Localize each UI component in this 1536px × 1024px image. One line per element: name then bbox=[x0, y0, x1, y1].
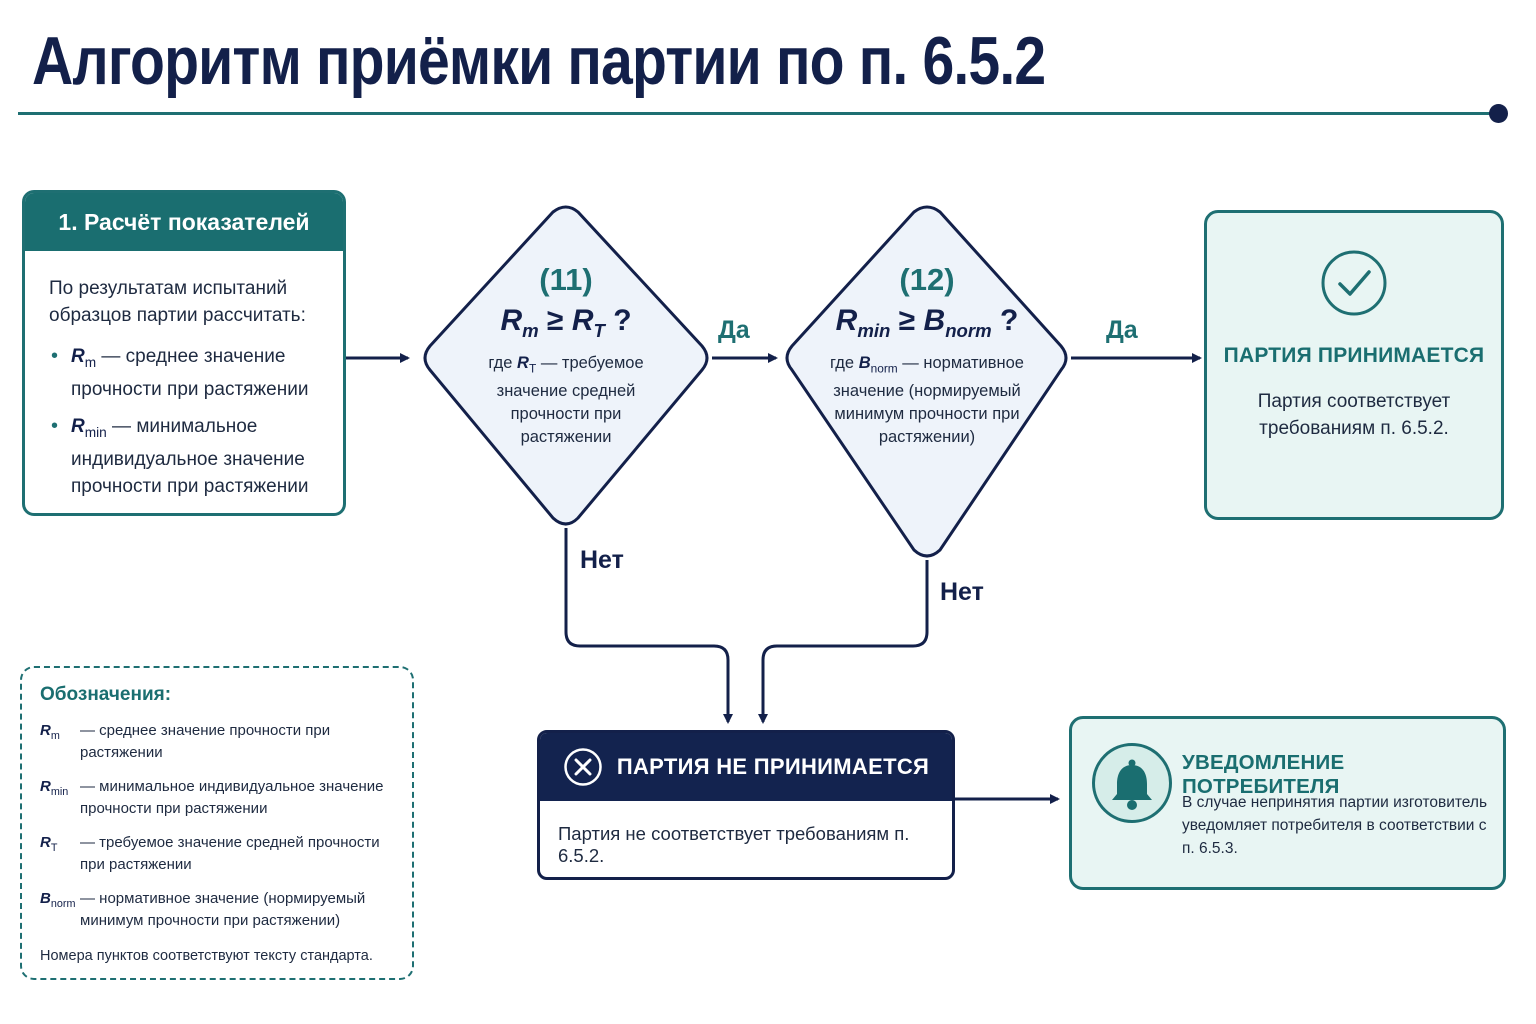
check11-formula: Rm ≥ RT ? bbox=[500, 304, 632, 341]
title-rule-dot bbox=[1489, 104, 1508, 123]
reject-header: ПАРТИЯ НЕ ПРИНИМАЕТСЯ bbox=[540, 733, 952, 801]
arrow-check11-no bbox=[564, 528, 733, 724]
label-no-check11: Нет bbox=[580, 546, 624, 574]
symbol: Rm bbox=[40, 722, 60, 742]
step1-box: 1. Расчёт показателей По результатам исп… bbox=[22, 190, 346, 516]
step1-item-text: — среднее значение прочности при растяже… bbox=[71, 346, 309, 400]
step1-intro: По результатам испытаний образцов партии… bbox=[49, 278, 306, 326]
bell-icon bbox=[1112, 759, 1152, 810]
reject-box: ПАРТИЯ НЕ ПРИНИМАЕТСЯ Партия не соответс… bbox=[537, 730, 955, 880]
legend-box: Обозначения: Rm — среднее значение прочн… bbox=[20, 666, 414, 980]
accept-text: Партия соответствует требованиям п. 6.5.… bbox=[1257, 391, 1451, 439]
legend-text: — нормативное значение (нормируемый мини… bbox=[80, 890, 366, 929]
accept-box: ПАРТИЯ ПРИНИМАЕТСЯ Партия соответствует … bbox=[1204, 210, 1504, 520]
check11-number: (11) bbox=[539, 262, 593, 297]
check12-number: (12) bbox=[899, 262, 955, 297]
legend-text: — требуемое значение средней прочности п… bbox=[80, 834, 380, 873]
reject-title: ПАРТИЯ НЕ ПРИНИМАЕТСЯ bbox=[616, 754, 930, 779]
check12-description: где Bnorm — нормативное значение (нормир… bbox=[830, 354, 1024, 447]
notify-box: УВЕДОМЛЕНИЕ ПОТРЕБИТЕЛЯ В случае неприня… bbox=[1069, 716, 1506, 890]
label-no-check12: Нет bbox=[940, 578, 984, 606]
notify-text: В случае непринятия партии изготовитель … bbox=[1182, 794, 1488, 857]
symbol: Rmin bbox=[71, 415, 107, 440]
step1-item-rmin: • Rmin — минимальное индивидуальное знач… bbox=[49, 413, 321, 500]
accept-title: ПАРТИЯ ПРИНИМАЕТСЯ bbox=[1223, 344, 1485, 367]
check11-description: где RT — требуемое значение средней проч… bbox=[488, 354, 644, 447]
step1-item-text: — минимальное индивидуальное значение пр… bbox=[71, 415, 309, 497]
legend-title: Обозначения: bbox=[40, 684, 172, 705]
step1-header: 1. Расчёт показателей bbox=[25, 193, 343, 251]
title-rule bbox=[18, 112, 1498, 115]
label-yes-check11: Да bbox=[718, 316, 750, 344]
check11-text: (11) Rm ≥ RT ? где RT — требуемое значен… bbox=[466, 262, 666, 449]
arrow-check12-no bbox=[758, 560, 929, 724]
symbol: Rm bbox=[71, 346, 97, 370]
legend-row-rt: RT — требуемое значение средней прочност… bbox=[40, 832, 396, 876]
label-yes-check12: Да bbox=[1106, 316, 1138, 344]
bullet-icon: • bbox=[51, 414, 59, 437]
symbol: Bnorm bbox=[40, 890, 76, 910]
check12-text: (12) Rmin ≥ Bnorm ? где Bnorm — норматив… bbox=[827, 262, 1027, 449]
step1-item-rm: • Rm — среднее значение прочности при ра… bbox=[49, 343, 321, 403]
legend-note: Номера пунктов соответствуют тексту стан… bbox=[40, 948, 373, 964]
step1-list: • Rm — среднее значение прочности при ра… bbox=[49, 343, 321, 500]
decision-diamond-12 bbox=[785, 205, 1068, 558]
symbol: Rmin bbox=[40, 778, 69, 798]
bullet-icon: • bbox=[51, 345, 59, 367]
check12-formula: Rmin ≥ Bnorm ? bbox=[835, 304, 1019, 341]
check-circle-icon bbox=[1321, 250, 1387, 316]
page-title: Алгоритм приёмки партии по п. 6.5.2 bbox=[32, 23, 1046, 99]
legend-row-rmin: Rmin — минимальное индивидуальное значен… bbox=[40, 776, 396, 820]
legend-row-bnorm: Bnorm — нормативное значение (нормируемы… bbox=[40, 888, 396, 932]
x-circle-icon bbox=[564, 748, 602, 786]
legend-row-rm: Rm — среднее значение прочности при раст… bbox=[40, 720, 396, 764]
legend-text: — среднее значение прочности при растяже… bbox=[80, 722, 331, 761]
bell-icon-badge bbox=[1092, 743, 1172, 823]
notify-title: УВЕДОМЛЕНИЕ ПОТРЕБИТЕЛЯ bbox=[1182, 751, 1345, 798]
symbol: RT bbox=[40, 834, 58, 854]
decision-diamond-11 bbox=[423, 205, 709, 526]
legend-text: — минимальное индивидуальное значение пр… bbox=[80, 778, 384, 817]
reject-text: Партия не соответствует требованиям п. 6… bbox=[558, 823, 910, 866]
